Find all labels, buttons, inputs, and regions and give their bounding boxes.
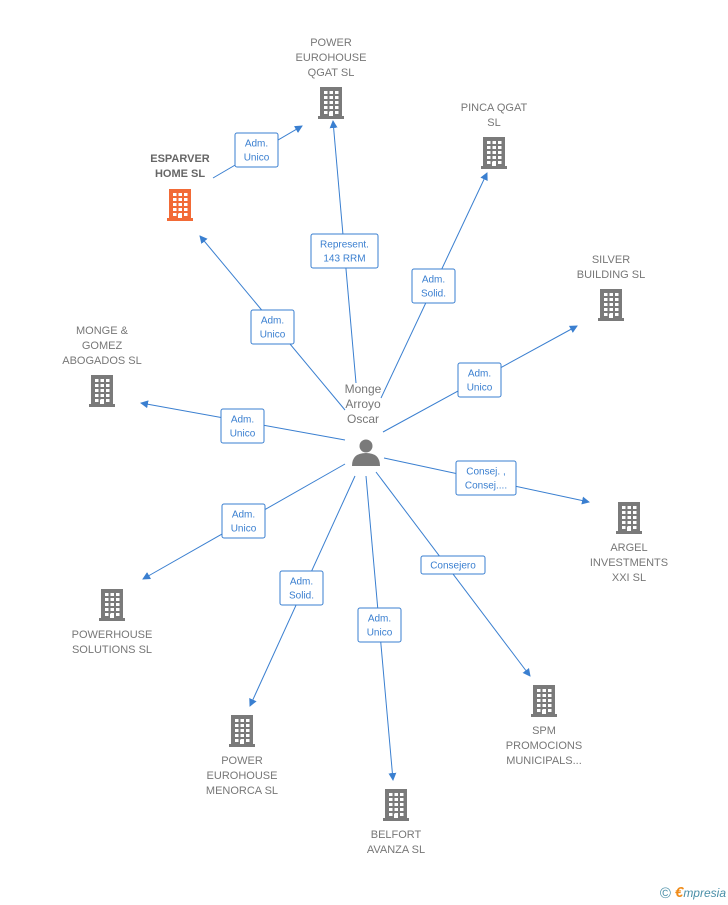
building-icon xyxy=(531,685,557,717)
node-label-line: Monge xyxy=(345,382,382,396)
node-label-line: MENORCA SL xyxy=(206,785,278,797)
relationship-label[interactable]: Adm. Unico xyxy=(250,309,295,345)
node-label-line: BELFORT xyxy=(371,829,422,841)
relationship-label-text: Consej.... xyxy=(465,481,507,492)
relationship-label-text: Adm. xyxy=(368,614,391,625)
node-label-line: XXI SL xyxy=(612,572,646,584)
node-label-line: SL xyxy=(487,117,500,129)
building-icon xyxy=(598,289,624,321)
relationship-label-box xyxy=(220,408,265,444)
relationship-label-text: Solid. xyxy=(289,591,314,602)
node-label-line: Oscar xyxy=(347,412,379,426)
relationship-label[interactable]: Consejero xyxy=(420,555,486,575)
node-label-line: PINCA QGAT xyxy=(461,102,528,114)
node-label-line: ABOGADOS SL xyxy=(62,355,141,367)
copyright-symbol: © xyxy=(659,885,671,902)
node-company-power-eurohouse-qgat[interactable]: POWER EUROHOUSE QGAT SL xyxy=(296,37,367,119)
relationship-label-text: Consej. , xyxy=(466,467,505,478)
relationship-label-text: Adm. xyxy=(261,316,284,327)
relationship-label-text: Unico xyxy=(367,628,393,639)
relationship-label[interactable]: Represent. 143 RRM xyxy=(310,233,379,269)
node-company-powerhouse-solutions[interactable]: POWERHOUSE SOLUTIONS SL xyxy=(72,589,153,656)
relationship-label-box xyxy=(221,503,266,539)
node-label-line: SILVER xyxy=(592,254,630,266)
building-icon xyxy=(167,189,193,221)
node-label-line: QGAT SL xyxy=(308,67,355,79)
building-icon xyxy=(616,502,642,534)
node-company-argel-investments[interactable]: ARGEL INVESTMENTS XXI SL xyxy=(590,502,668,584)
relationship-label-text: Adm. xyxy=(290,577,313,588)
relationship-label-box xyxy=(411,268,456,304)
relationship-label-box xyxy=(234,132,279,168)
node-label-line: AVANZA SL xyxy=(367,844,425,856)
relationship-label[interactable]: Consej. , Consej.... xyxy=(455,460,517,496)
relationship-label-text: Adm. xyxy=(231,415,254,426)
node-label-line: MUNICIPALS... xyxy=(506,755,582,767)
relationship-label-text: Unico xyxy=(467,383,493,394)
building-icon xyxy=(99,589,125,621)
relationship-label-text: Solid. xyxy=(421,289,446,300)
relationship-label-box xyxy=(310,233,379,269)
node-label-line: EUROHOUSE xyxy=(296,52,367,64)
relationship-label-text: Adm. xyxy=(245,139,268,150)
node-label-line: SOLUTIONS SL xyxy=(72,644,152,656)
relationship-label[interactable]: Adm. Unico xyxy=(457,362,502,398)
relationship-label-text: Unico xyxy=(231,524,257,535)
node-label-line: ESPARVER xyxy=(150,153,210,165)
person-icon xyxy=(352,439,380,466)
node-company-esparver-home[interactable]: ESPARVER HOME SL xyxy=(150,153,210,221)
relationship-label-box xyxy=(420,555,486,575)
brand-logo-initial: € xyxy=(674,884,684,901)
relationship-label-text: Adm. xyxy=(468,369,491,380)
building-icon xyxy=(89,375,115,407)
relationship-label-box xyxy=(457,362,502,398)
relationship-label-text: Unico xyxy=(230,429,256,440)
node-company-silver-building[interactable]: SILVER BUILDING SL xyxy=(577,254,645,321)
building-icon xyxy=(481,137,507,169)
node-label-line: HOME SL xyxy=(155,168,205,180)
relationship-label-text: Unico xyxy=(260,330,286,341)
node-label-line: PROMOCIONS xyxy=(506,740,582,752)
relationship-label-box xyxy=(250,309,295,345)
node-label-line: BUILDING SL xyxy=(577,269,645,281)
node-company-monge-gomez[interactable]: MONGE & GOMEZ ABOGADOS SL xyxy=(62,325,142,407)
building-icon xyxy=(229,715,255,747)
node-label-line: ARGEL xyxy=(610,542,647,554)
relationship-label[interactable]: Adm. Unico xyxy=(221,503,266,539)
building-icon xyxy=(318,87,344,119)
relationship-label-text: 143 RRM xyxy=(323,254,365,265)
node-label-line: GOMEZ xyxy=(82,340,123,352)
relationship-label[interactable]: Adm. Unico xyxy=(220,408,265,444)
node-label-line: POWER xyxy=(310,37,352,49)
relationship-label[interactable]: Adm. Unico xyxy=(234,132,279,168)
node-label-line: POWER xyxy=(221,755,263,767)
relationship-label[interactable]: Adm. Unico xyxy=(357,607,402,643)
node-label-line: Arroyo xyxy=(345,397,381,411)
relationship-label-text: Represent. xyxy=(320,240,369,251)
node-company-spm-promocions[interactable]: SPM PROMOCIONS MUNICIPALS... xyxy=(506,685,582,767)
node-label-line: INVESTMENTS xyxy=(590,557,668,569)
node-label-line: MONGE & xyxy=(76,325,129,337)
relationship-label-box xyxy=(357,607,402,643)
brand-name: mpresia xyxy=(683,886,726,900)
footer-brand: ©€mpresia xyxy=(660,884,726,902)
node-label-line: POWERHOUSE xyxy=(72,629,153,641)
node-company-belfort-avanza[interactable]: BELFORT AVANZA SL xyxy=(367,789,425,856)
relationship-label[interactable]: Adm. Solid. xyxy=(279,570,324,606)
node-company-pinca-qgat[interactable]: PINCA QGAT SL xyxy=(461,102,528,169)
relationship-label[interactable]: Adm. Solid. xyxy=(411,268,456,304)
node-label-line: EUROHOUSE xyxy=(207,770,278,782)
building-icon xyxy=(383,789,409,821)
relationship-label-text: Unico xyxy=(244,153,270,164)
relationship-label-text: Adm. xyxy=(232,510,255,521)
node-company-power-eurohouse-menorca[interactable]: POWER EUROHOUSE MENORCA SL xyxy=(206,715,278,797)
relationship-label-box xyxy=(455,460,517,496)
relationship-label-text: Adm. xyxy=(422,275,445,286)
relationship-label-box xyxy=(279,570,324,606)
relationship-label-text: Consejero xyxy=(430,561,476,572)
node-label-line: SPM xyxy=(532,725,556,737)
